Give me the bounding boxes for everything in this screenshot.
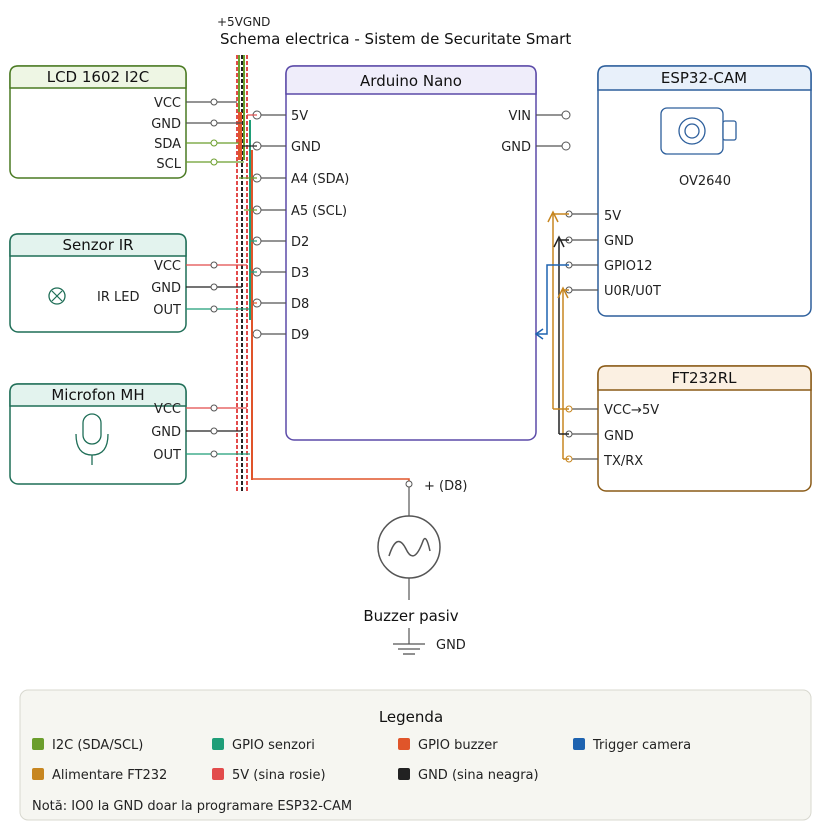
camera-label: OV2640 (679, 174, 731, 189)
mic-module: Microfon MH VCC GND OUT (9, 383, 187, 485)
microphone-icon (75, 413, 109, 465)
lcd-wires (186, 98, 244, 166)
ir-wires (186, 261, 250, 313)
legend-swatch-gnd-rail (398, 768, 410, 780)
lcd-title: LCD 1602 I2C (47, 68, 150, 86)
arduino-pin-a5: A5 (SCL) (291, 204, 347, 219)
power-rails (236, 55, 253, 492)
ir-pin-vcc: VCC (154, 259, 181, 274)
arduino-pin-stubs (239, 110, 571, 339)
buzzer-wiring (251, 303, 413, 644)
lcd-pin-gnd: GND (151, 117, 181, 132)
legend-label-i2c: I2C (SDA/SCL) (52, 738, 143, 753)
legend-swatch-i2c (32, 738, 44, 750)
mic-pin-gnd: GND (151, 425, 181, 440)
ground-icon (393, 643, 425, 655)
lcd-pin-vcc: VCC (154, 96, 181, 111)
ir-sensor-module: Senzor IR IR LED VCC GND OUT (9, 233, 187, 333)
legend-label-gpio-buzzer: GPIO buzzer (418, 738, 498, 753)
ft232-pin-txrx: TX/RX (603, 454, 643, 469)
legend-swatch-trigger-camera (573, 738, 585, 750)
ir-title: Senzor IR (62, 236, 133, 254)
legend-swatch-gpio-buzzer (398, 738, 410, 750)
arduino-pin-d3: D3 (291, 266, 309, 281)
arduino-pin-d2: D2 (291, 235, 309, 250)
legend-note: Notă: IO0 la GND doar la programare ESP3… (32, 799, 352, 814)
arduino-pin-gnd-right: GND (501, 140, 531, 155)
ir-led-label: IR LED (97, 290, 139, 305)
esp32-cam-module: ESP32-CAM OV2640 5V GND GPIO12 U0R/U0T (597, 65, 812, 317)
mic-title: Microfon MH (51, 386, 144, 404)
arduino-title: Arduino Nano (360, 72, 462, 90)
buzzer-plus-label: + (D8) (424, 479, 467, 494)
esp32-pin-stubs (565, 210, 598, 294)
mic-pin-out: OUT (153, 448, 181, 463)
ir-pin-gnd: GND (151, 281, 181, 296)
arduino-pin-gnd: GND (291, 140, 321, 155)
buzzer-name: Buzzer pasiv (363, 607, 458, 625)
legend-label-gnd-rail: GND (sina neagra) (418, 768, 539, 783)
ft232rl-module: FT232RL VCC→5V GND TX/RX (597, 365, 812, 492)
esp32-pin-5v: 5V (604, 209, 621, 224)
lcd-module: LCD 1602 I2C VCC GND SDA SCL (9, 65, 187, 179)
ft232-pin-vcc: VCC→5V (604, 403, 659, 418)
lcd-pin-scl: SCL (156, 157, 181, 172)
legend-title: Legenda (379, 708, 443, 726)
esp32-pin-uart: U0R/U0T (604, 284, 661, 299)
legend-label-5v-rail: 5V (sina rosie) (232, 768, 326, 783)
arduino-pin-d8: D8 (291, 297, 309, 312)
legend-swatch-5v-rail (212, 768, 224, 780)
top-rail-label: +5VGND (217, 15, 270, 29)
arduino-pin-5v: 5V (291, 109, 308, 124)
arduino-nano-module: Arduino Nano 5V GND A4 (SDA) A5 (SCL) D2… (285, 65, 537, 441)
ir-led-icon (48, 287, 66, 305)
arduino-pin-a4: A4 (SDA) (291, 172, 349, 187)
ir-pin-out: OUT (153, 303, 181, 318)
mic-pin-vcc: VCC (154, 402, 181, 417)
esp32-pin-gpio12: GPIO12 (604, 259, 653, 274)
diagram-title: Schema electrica - Sistem de Securitate … (220, 30, 571, 48)
buzzer-icon (377, 515, 441, 579)
esp-ft-wiring (534, 210, 569, 460)
ft232-pin-stubs (565, 405, 598, 463)
arduino-pin-d9: D9 (291, 328, 309, 343)
lcd-pin-sda: SDA (154, 137, 181, 152)
ft232-pin-gnd: GND (604, 429, 634, 444)
legend-label-trigger-camera: Trigger camera (592, 738, 691, 753)
legend-swatch-gpio-sensors (212, 738, 224, 750)
legend-label-gpio-sensors: GPIO senzori (232, 738, 315, 753)
arduino-pin-vin: VIN (509, 109, 531, 124)
buzzer-gnd-label: GND (436, 638, 466, 653)
legend-swatch-ft232-power (32, 768, 44, 780)
mic-wires (186, 404, 250, 458)
ft232-title: FT232RL (672, 369, 738, 387)
camera-icon (660, 107, 737, 155)
legend-panel: Legenda I2C (SDA/SCL) GPIO senzori GPIO … (19, 689, 812, 821)
esp32-title: ESP32-CAM (661, 69, 747, 87)
esp32-pin-gnd: GND (604, 234, 634, 249)
legend-label-ft232-power: Alimentare FT232 (52, 768, 167, 783)
